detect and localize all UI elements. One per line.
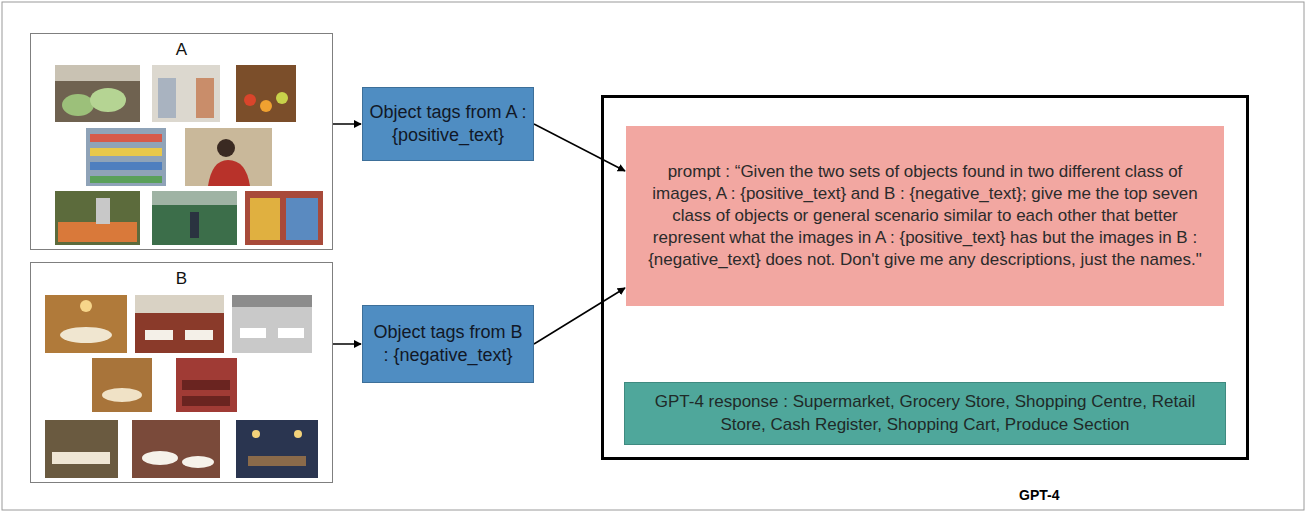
prompt-box: prompt : “Given the two sets of objects … (626, 126, 1224, 306)
shelf (90, 148, 162, 156)
photo (152, 191, 237, 245)
table (145, 330, 173, 340)
photo (185, 128, 272, 186)
node-text: A (173, 40, 190, 60)
ceiling (55, 65, 140, 81)
table (240, 328, 266, 338)
photo (86, 128, 166, 186)
photo (232, 295, 312, 353)
shelf (90, 162, 162, 170)
booth (182, 380, 230, 390)
fruit (260, 100, 272, 112)
ceiling (232, 295, 312, 307)
table (52, 452, 110, 464)
shelf (286, 198, 318, 240)
table (278, 328, 304, 338)
photo (236, 420, 318, 478)
photo (245, 191, 323, 245)
fruit (244, 94, 256, 106)
figure-label: GPT-4 (1019, 487, 1059, 503)
lamp (252, 430, 260, 438)
booth (182, 396, 230, 406)
photo (236, 65, 296, 122)
shelf (90, 176, 162, 183)
arrow-connector (333, 343, 361, 345)
photo (45, 295, 127, 353)
photo (135, 295, 224, 353)
arrow-connector (534, 288, 625, 344)
image-panel: A (30, 33, 333, 250)
shelf (196, 78, 214, 118)
shelf (90, 134, 162, 142)
photo (92, 358, 152, 412)
person-head (217, 139, 235, 157)
model-frame: GPT-4prompt : “Given the two sets of obj… (601, 95, 1249, 460)
tag-box: Object tags from A : {positive_text} (362, 87, 534, 161)
photo (152, 65, 220, 122)
photo (45, 420, 118, 478)
fruit (276, 92, 288, 104)
person (190, 212, 199, 238)
table (248, 456, 306, 466)
node-text: prompt : “Given the two sets of objects … (644, 161, 1206, 271)
arrow-connector (333, 123, 361, 125)
shelf (158, 78, 176, 118)
photo (55, 191, 140, 245)
lamp (80, 300, 92, 312)
table (185, 330, 213, 340)
table (102, 388, 142, 402)
person (96, 198, 110, 224)
node-text: Object tags from B : {negative_text} (369, 321, 527, 368)
photo (55, 65, 140, 122)
window (135, 295, 224, 313)
arrow-connector (534, 124, 625, 171)
table (60, 327, 112, 343)
table (182, 456, 214, 468)
node-text: GPT-4 response : Supermarket, Grocery St… (639, 391, 1211, 435)
produce (58, 222, 137, 242)
table (142, 451, 178, 465)
node-text: B (173, 269, 190, 289)
lamp (294, 430, 302, 438)
ceiling (152, 191, 237, 205)
image-panel: B (30, 262, 333, 483)
response-box: GPT-4 response : Supermarket, Grocery St… (624, 382, 1226, 445)
tag-box: Object tags from B : {negative_text} (362, 305, 534, 383)
figure-frame (2, 2, 1304, 510)
photo (176, 358, 237, 412)
person-body (208, 160, 250, 186)
node-text: Object tags from A : {positive_text} (369, 101, 527, 148)
photo (132, 420, 220, 478)
produce (90, 88, 126, 112)
produce (62, 94, 94, 116)
shelf (250, 198, 280, 240)
